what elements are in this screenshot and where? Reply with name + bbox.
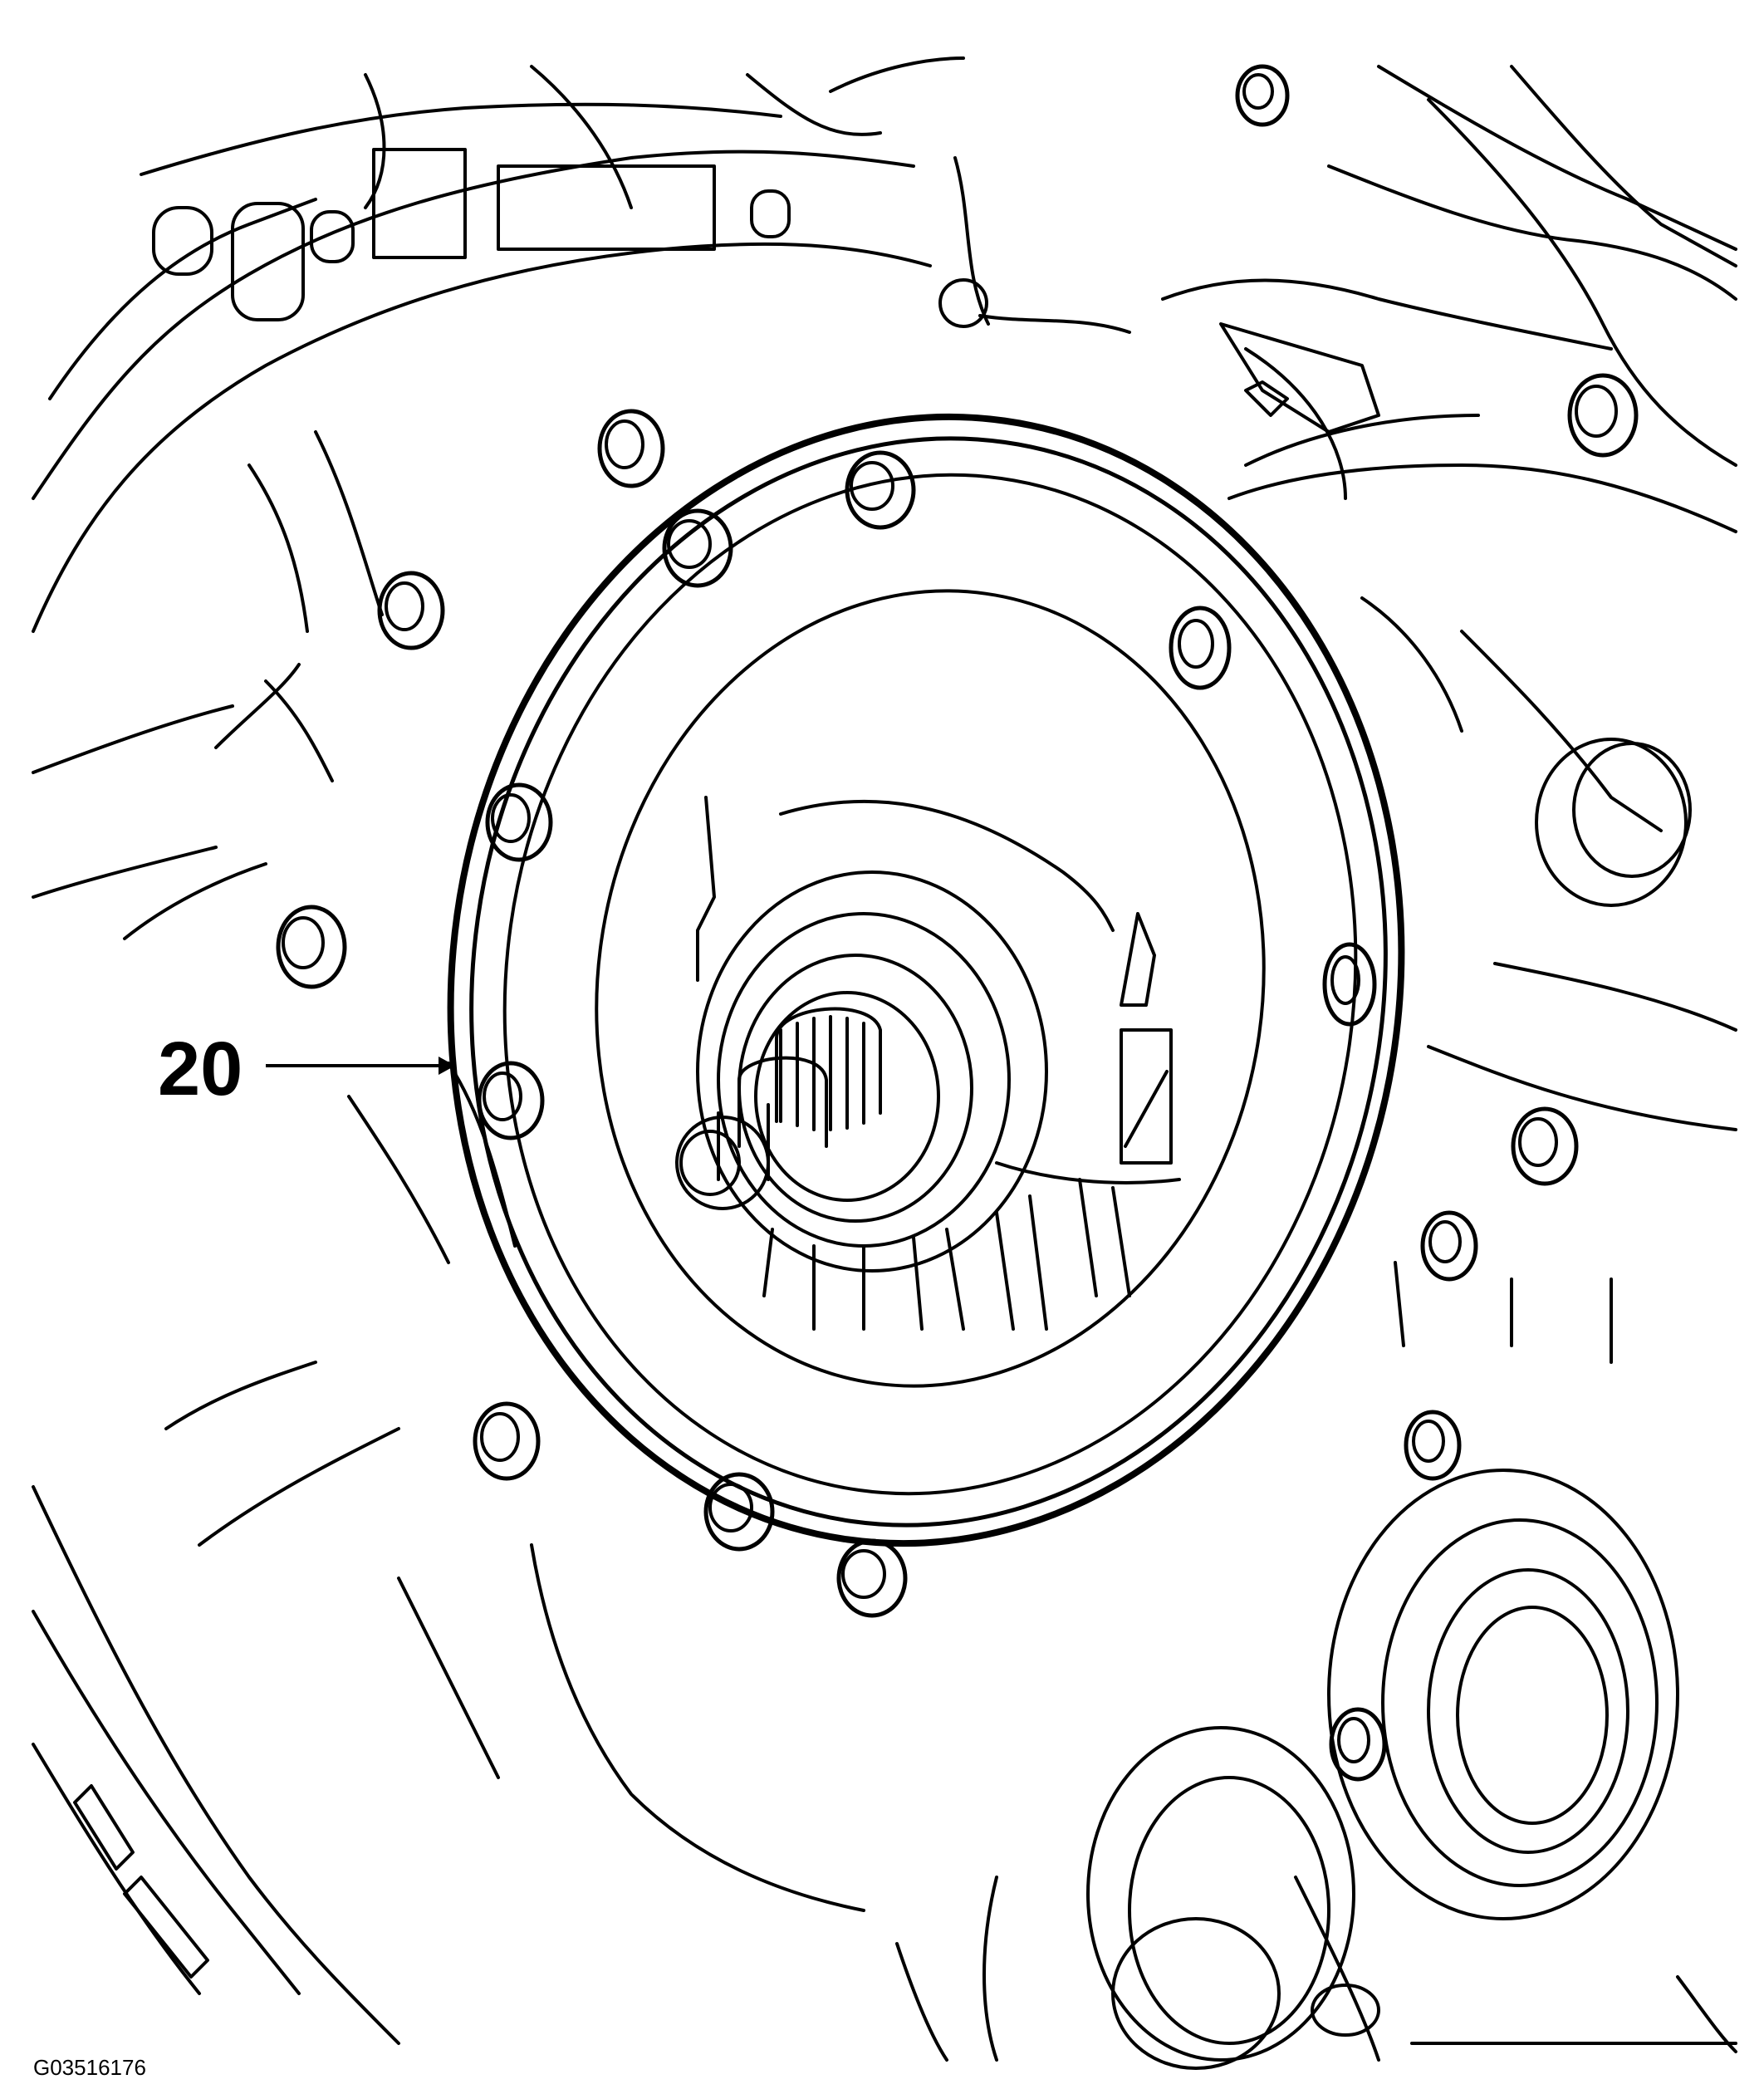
bolt bbox=[703, 1472, 775, 1552]
housing-openings bbox=[152, 148, 1380, 434]
bolt bbox=[1511, 1106, 1579, 1186]
housing-bolts bbox=[276, 64, 1639, 1782]
bolt bbox=[477, 1061, 545, 1140]
housing-outline bbox=[32, 56, 1737, 2062]
callout-gasket: 20 bbox=[158, 1027, 455, 1111]
bolt bbox=[1322, 942, 1377, 1027]
right-bosses bbox=[1086, 738, 1692, 2070]
figure-id: G03516176 bbox=[33, 2055, 146, 2080]
bolt bbox=[377, 571, 445, 650]
bolt bbox=[1169, 606, 1232, 690]
transmission-cover bbox=[447, 413, 1405, 1547]
bolt bbox=[662, 508, 733, 588]
input-shaft-hub bbox=[675, 796, 1181, 1331]
bolt bbox=[1329, 1707, 1387, 1782]
bolt bbox=[1420, 1210, 1478, 1282]
bolt bbox=[836, 1538, 908, 1618]
bolt bbox=[845, 450, 916, 530]
bolt bbox=[473, 1401, 541, 1481]
bolt bbox=[276, 905, 347, 989]
bolt bbox=[597, 409, 665, 488]
bolt bbox=[1235, 64, 1290, 127]
bolt bbox=[1404, 1410, 1462, 1481]
callout-arrowhead bbox=[439, 1057, 455, 1075]
bolt bbox=[1567, 373, 1639, 458]
cover-bolts bbox=[477, 450, 1377, 1618]
callout-number: 20 bbox=[158, 1027, 243, 1111]
bolt bbox=[485, 782, 553, 862]
